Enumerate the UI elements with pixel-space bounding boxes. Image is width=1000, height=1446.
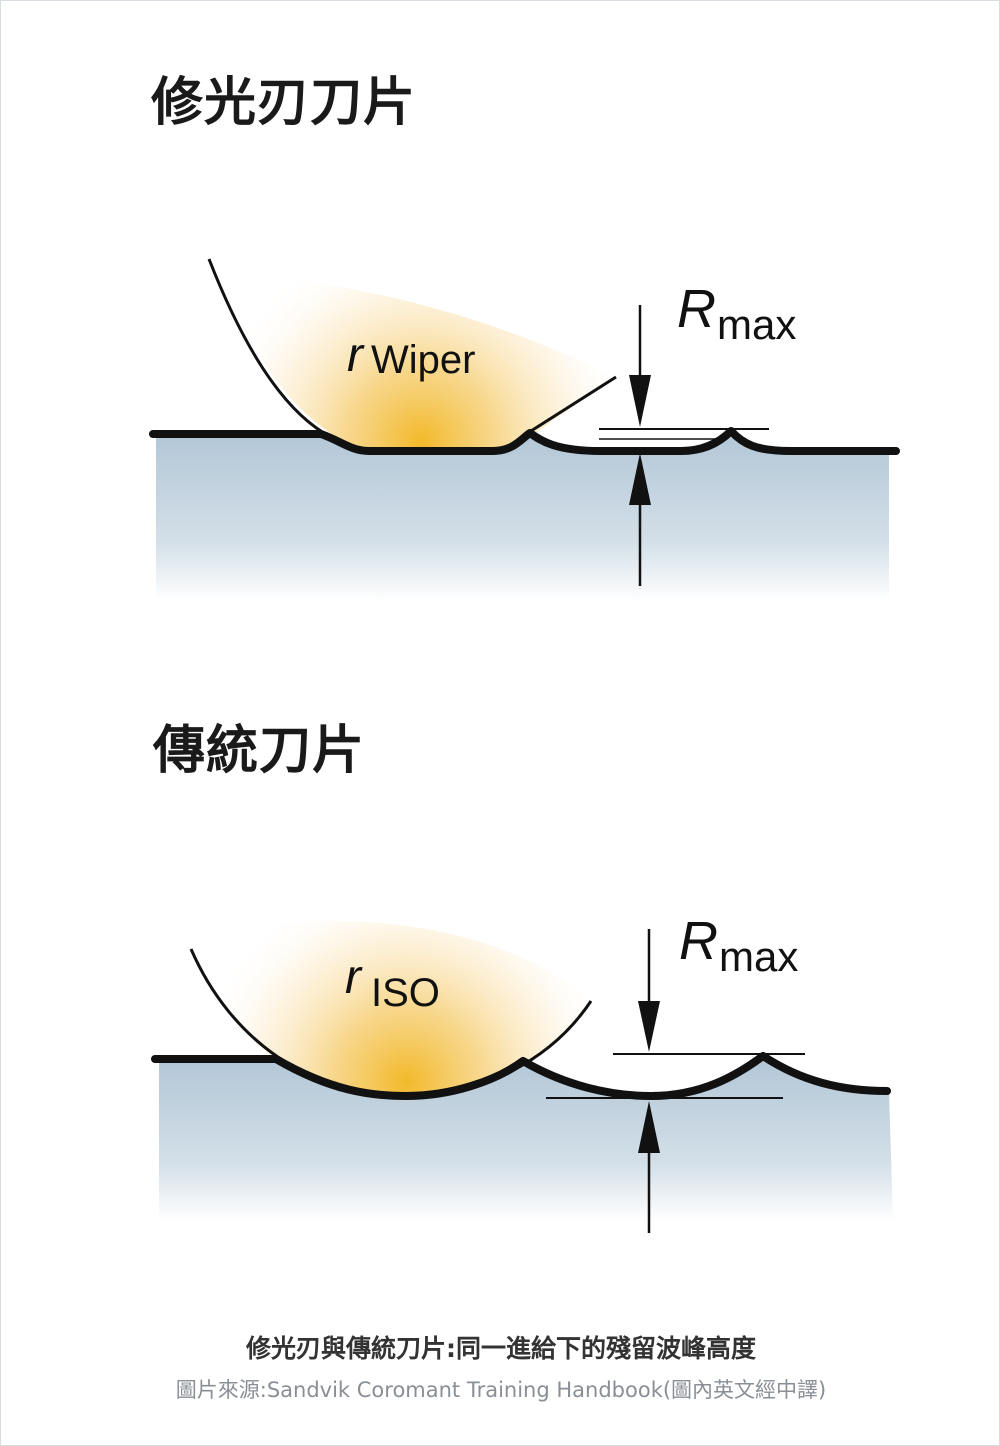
workpiece	[159, 1056, 893, 1221]
surface-profile	[151, 1052, 891, 1100]
arrow-head-up-icon	[638, 1101, 660, 1153]
iso-radius-symbol: r	[345, 951, 363, 1004]
insert-body	[191, 921, 591, 1096]
conventional-insert-title: 傳統刀片	[153, 721, 366, 781]
iso-radius-subscript: ISO	[371, 971, 440, 1015]
arrow-head-up-icon	[629, 453, 651, 505]
rmax-subscript: max	[717, 301, 796, 348]
workpiece	[156, 431, 889, 601]
rmax-symbol: R	[677, 279, 716, 339]
wiper-radius-symbol: r	[347, 329, 365, 382]
wiper-insert-title: 修光刃刀片	[151, 73, 417, 133]
insert-body	[209, 259, 616, 451]
arrow-head-down-icon	[638, 1001, 660, 1052]
surface-profile	[149, 427, 900, 455]
rmax-subscript: max	[719, 933, 798, 980]
image-source: 圖片來源:Sandvik Coromant Training Handbook(…	[175, 1378, 827, 1402]
wiper-insert-diagram: r Wiper R max	[149, 258, 900, 601]
wiper-radius-subscript: Wiper	[371, 338, 475, 382]
conventional-insert-diagram: r ISO R max	[151, 911, 893, 1233]
rmax-symbol: R	[679, 911, 718, 971]
figure-caption: 修光刃與傳統刀片:同一進給下的殘留波峰高度	[246, 1334, 756, 1363]
arrow-head-down-icon	[629, 375, 651, 427]
